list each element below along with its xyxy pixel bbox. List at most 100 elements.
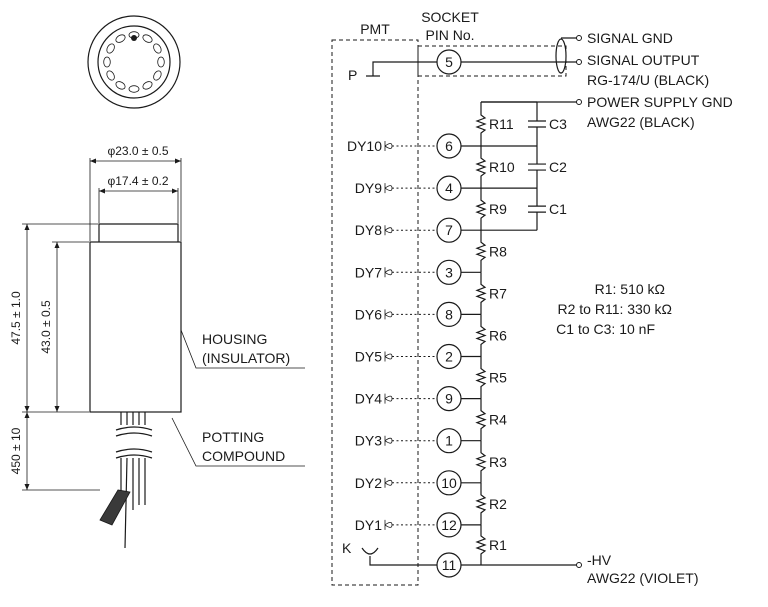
resistor [475,314,487,357]
dynode-row: DY10 6 [347,133,481,159]
resistor-label: R2 [489,496,507,512]
resistor-label: R1 [489,537,507,553]
capacitor-label: C1 [549,201,567,217]
dynode-row: DY2 10 [355,470,481,496]
pin-number: 10 [441,475,457,491]
socket-end-view [87,15,181,109]
socket-pin-holes [103,31,165,93]
dynode-row: DY8 7 [355,217,481,243]
socket-outer-ring [87,15,181,109]
dynode-label: DY7 [355,264,382,280]
component-values: R1: 510 kΩ R2 to R11: 330 kΩ C1 to C3: 1… [556,281,672,337]
cathode-symbol [361,547,437,566]
resistor [475,188,487,231]
dynode-symbol [384,351,393,362]
pin-number: 3 [445,264,453,280]
dynode-symbol [384,435,393,446]
dynode-symbol [384,393,393,404]
housing-callout: HOUSING (INSULATOR) [180,329,305,369]
value-r2-r11: R2 to R11: 330 kΩ [558,301,673,317]
lead-length-label: 450 ± 10 [9,427,23,474]
dynode-label: DY3 [355,433,382,449]
lead-wires [99,412,153,549]
socket-pin-hole [128,85,140,93]
housing-label: HOUSING [202,331,267,347]
pin-number: 7 [445,222,453,238]
socket-pin-hole [142,81,153,90]
value-c1-c3: C1 to C3: 10 nF [556,321,655,337]
pin-number: 6 [445,138,453,154]
pin-number: 9 [445,391,453,407]
resistor [475,440,487,483]
resistor-label: R6 [489,327,507,343]
resistor [475,356,487,399]
socket-pin-hole [103,56,111,68]
dynode-label: DY6 [355,306,382,322]
socket-pin-hole [142,34,153,43]
lead-length-dimension: 450 ± 10 [9,412,100,491]
resistor [475,524,487,565]
socket-inner-ring [97,25,171,99]
dynode-symbol [384,519,393,530]
resistor [475,398,487,441]
anode-symbol [366,61,437,77]
socket-pin-hole [106,70,115,81]
insulator-label: (INSULATOR) [202,350,290,366]
socket-pin-hole [115,34,126,43]
dynode-row: DY5 2 [355,343,481,370]
outer-diameter-dimension: φ23.0 ± 0.5 [89,144,182,241]
dynode-symbol [384,141,393,151]
resistor-label: R4 [489,412,507,428]
socket-pin-hole [115,81,126,90]
outer-diameter-label: φ23.0 ± 0.5 [107,144,168,158]
total-length-label: 47.5 ± 1.0 [9,291,23,345]
capacitor-label: C3 [549,116,567,132]
dynode-row: DY7 3 [355,259,481,285]
dynode-label: DY4 [355,391,382,407]
resistor [475,272,487,315]
cable-bundle [99,489,131,526]
signal-gnd-label: SIGNAL GND [587,30,673,46]
dynode-symbol [384,309,393,320]
dynode-symbol [384,183,393,194]
socket-side-view: φ23.0 ± 0.5 φ17.4 ± 0.2 47.5 ± 1.0 43.0 … [9,144,305,549]
potting-label: POTTING [202,429,264,445]
potting-callout: POTTING COMPOUND [171,417,305,467]
resistor [475,482,487,525]
resistor-label: R10 [489,159,515,175]
socket-pin-hole [157,56,165,68]
resistor [475,146,487,189]
dynode-label: DY9 [355,180,382,196]
dynode-label: DY2 [355,475,382,491]
dynode-symbol [384,477,393,488]
resistor-label: R9 [489,201,507,217]
pin-number-anode: 5 [445,54,453,70]
dynode-label: DY5 [355,349,382,365]
housing-body [89,241,182,413]
signal-output-label: SIGNAL OUTPUT [587,52,700,68]
pin-number: 2 [445,349,453,365]
cathode-label: K [342,540,352,556]
socket-pin-hole [153,43,162,54]
dynode-label: DY1 [355,517,382,533]
socket-pin-hole [106,43,115,54]
power-gnd-label: POWER SUPPLY GND [587,94,733,110]
dynode-symbol [384,225,393,236]
socket-pin-hole [153,70,162,81]
dynode-symbol [384,267,393,278]
pin-number: 12 [441,517,457,533]
dynode-row: DY1 12 [355,512,481,538]
socket-cap-outline [98,223,179,242]
resistor [475,102,487,146]
signal-cable-label: RG-174/U (BLACK) [587,72,709,88]
dynode-label: DY10 [347,138,382,154]
inner-diameter-dimension: φ17.4 ± 0.2 [98,174,179,223]
coax-shield-symbol [555,38,567,74]
dynode-label: DY8 [355,222,382,238]
hv-label: -HV [587,552,612,568]
pin-number-cathode: 11 [442,557,457,573]
